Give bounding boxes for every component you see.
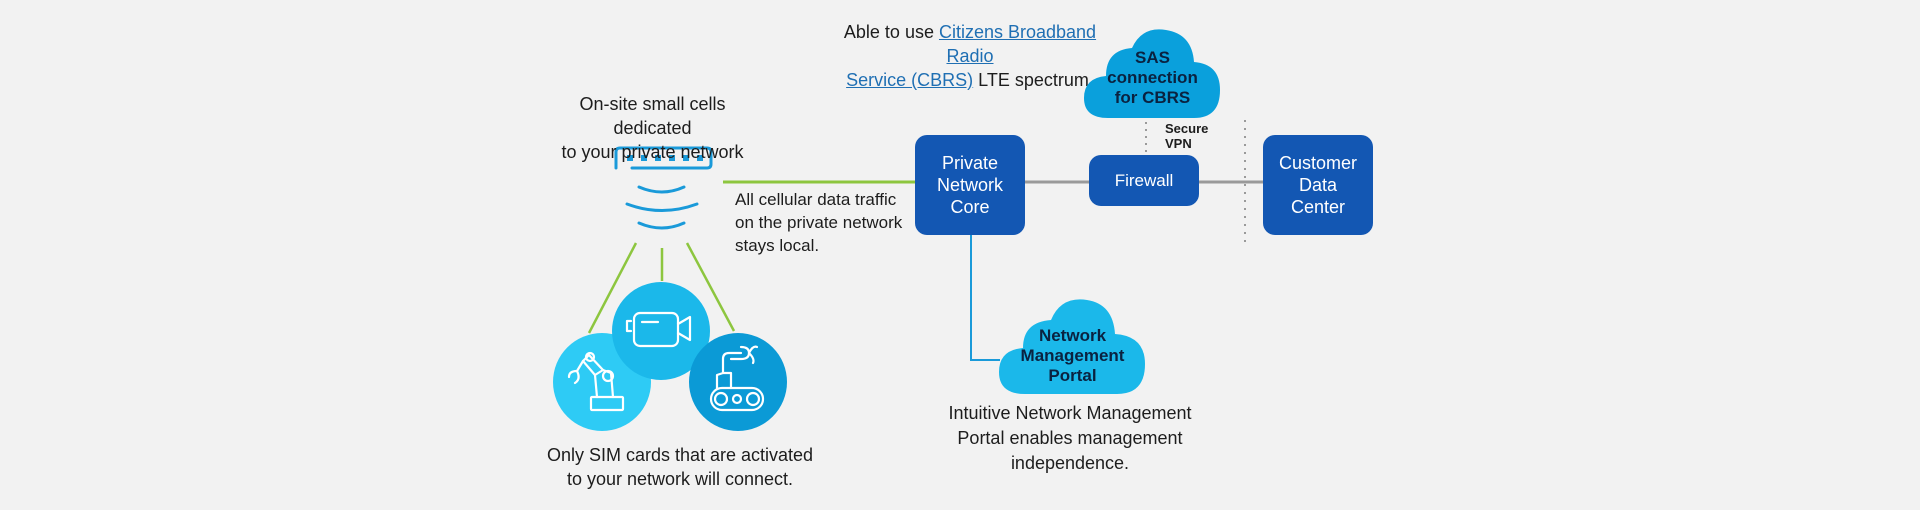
- sas-cloud-label-line1: SAS: [1135, 48, 1170, 67]
- secure-vpn-label-line1: Secure: [1165, 121, 1209, 136]
- datacenter-label-line1: Customer: [1278, 153, 1358, 173]
- devices-caption-line1: Only SIM cards that are activated: [546, 445, 814, 465]
- portal-note-line2: Portal enables management: [957, 428, 1183, 448]
- sas-cloud-label-line3: for CBRS: [1114, 88, 1191, 107]
- datacenter-label-line2: Data: [1298, 175, 1338, 195]
- customer-data-center-node[interactable]: Customer Data Center: [1263, 135, 1373, 235]
- cbrs-link-line1[interactable]: Citizens Broadband Radio: [938, 22, 1097, 66]
- portal-cloud-label[interactable]: Network Management Portal: [1005, 326, 1140, 386]
- portal-note-line1: Intuitive Network Management: [948, 403, 1192, 423]
- datacenter-label-line3: Center: [1290, 197, 1346, 217]
- portal-note-line3: independence.: [1010, 453, 1130, 473]
- devices-caption-line2: to your network will connect.: [566, 469, 794, 489]
- firewall-label: Firewall: [1114, 170, 1174, 190]
- green-link-to-rover: [685, 242, 736, 332]
- sas-cloud-label: SAS connection for CBRS: [1090, 48, 1215, 108]
- core-label-line2: Network: [936, 175, 1003, 195]
- portal-cloud-label-line2: Management: [1020, 346, 1125, 365]
- sas-cloud-label-line2: connection: [1107, 68, 1198, 87]
- small-cells-caption: On-site small cells dedicated to your pr…: [540, 92, 765, 164]
- portal-note: Intuitive Network Management Portal enab…: [945, 401, 1195, 476]
- video-camera-icon: [625, 311, 692, 348]
- core-label-line3: Core: [950, 197, 990, 217]
- robot-rover-icon: [709, 345, 765, 412]
- small-cells-caption-line1: On-site small cells dedicated: [579, 94, 726, 138]
- portal-cloud-icon: [999, 299, 1145, 394]
- cbrs-note: Able to use Citizens Broadband Radio Ser…: [820, 20, 1120, 92]
- cbrs-note-prefix: Able to use: [843, 22, 939, 42]
- firewall-node[interactable]: Firewall: [1089, 155, 1199, 206]
- secure-vpn-label: Secure VPN: [1165, 121, 1208, 151]
- traffic-note-line2: on the private network: [735, 213, 903, 232]
- cbrs-note-suffix: LTE spectrum.: [973, 70, 1094, 90]
- private-network-core-node[interactable]: Private Network Core: [915, 135, 1025, 235]
- traffic-note-line3: stays local.: [735, 236, 820, 255]
- secure-vpn-label-line2: VPN: [1165, 136, 1192, 151]
- small-cell-radio-icon: [614, 146, 713, 230]
- portal-cloud-label-line1: Network: [1038, 326, 1107, 345]
- traffic-note: All cellular data traffic on the private…: [735, 188, 915, 257]
- small-cells-caption-line2: to your private network: [561, 142, 744, 162]
- robotic-arm-icon: [567, 351, 625, 412]
- blue-link-core-portal: [970, 234, 1000, 361]
- cbrs-link-line2[interactable]: Service (CBRS): [846, 70, 974, 90]
- portal-cloud-label-line3: Portal: [1048, 366, 1097, 385]
- sas-cloud-icon: [1084, 29, 1220, 119]
- devices-caption: Only SIM cards that are activated to you…: [540, 443, 820, 491]
- traffic-note-line1: All cellular data traffic: [735, 190, 897, 209]
- core-label-line1: Private: [941, 153, 998, 173]
- green-link-to-arm: [587, 242, 638, 334]
- device-robot-rover: [689, 333, 787, 431]
